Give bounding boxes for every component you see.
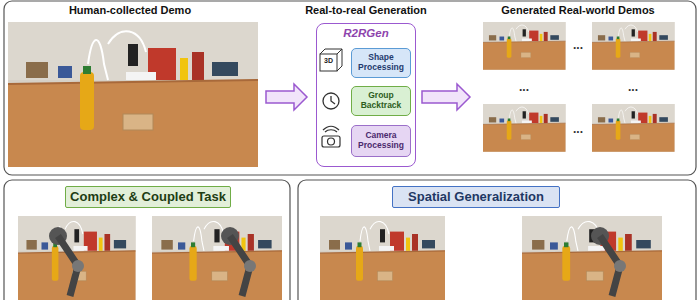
panel-title: Real-to-real Generation — [305, 4, 427, 17]
robot-arm — [591, 227, 626, 296]
node-label: Shape Processing — [355, 53, 407, 73]
robot-arm — [49, 227, 84, 296]
flow-arrow — [422, 84, 470, 110]
bottom-left-panel — [4, 180, 290, 300]
node-label: Spatial Generalization — [408, 190, 544, 205]
process-box: Group Backtrack — [351, 86, 411, 116]
section-header: Spatial Generalization — [392, 186, 560, 208]
bottom-right-panel — [298, 180, 696, 300]
ellipsis: ... — [628, 80, 638, 94]
method-title: R2RGen — [343, 27, 388, 40]
node-label: Camera Processing — [355, 131, 407, 151]
panel-title: Generated Real-world Demos — [501, 4, 654, 17]
node-label: Group Backtrack — [355, 91, 407, 111]
demo-photo — [8, 22, 258, 167]
method-box: R2RGenShape ProcessingGroup BacktrackCam… — [316, 23, 416, 167]
icon-text: 3D — [324, 57, 333, 65]
spatial-photo — [320, 216, 445, 300]
robot-arm — [221, 227, 256, 296]
panel-title: Human-collected Demo — [69, 4, 191, 17]
generated-photo — [483, 104, 566, 152]
generated-photo — [592, 22, 675, 70]
spatial-photo — [522, 216, 662, 300]
clock-icon — [323, 93, 339, 109]
generated-photo — [483, 22, 566, 70]
top-panel — [4, 1, 696, 175]
process-box: Shape Processing — [351, 48, 411, 78]
flow-arrow — [266, 84, 307, 110]
node-label: Complex & Coupled Task — [70, 190, 226, 205]
section-header: Complex & Coupled Task — [65, 186, 231, 208]
process-box: Camera Processing — [351, 125, 411, 157]
ellipsis: ... — [573, 122, 583, 136]
ellipsis: ... — [519, 80, 529, 94]
ellipsis: ... — [573, 38, 583, 52]
camera-icon — [322, 126, 340, 147]
task-photo — [152, 216, 282, 300]
cube-icon — [320, 49, 342, 71]
task-photo — [18, 216, 136, 300]
generated-photo — [592, 104, 675, 152]
